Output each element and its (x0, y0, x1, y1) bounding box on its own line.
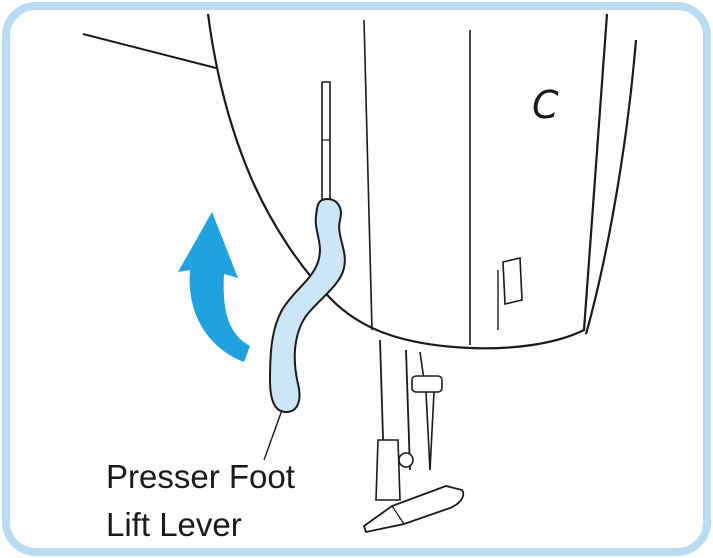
curved-up-arrow-icon (178, 212, 250, 362)
machine-head-body (206, 13, 609, 350)
presser-foot-shank (375, 439, 401, 501)
callout-line-1: Presser Foot (106, 458, 295, 495)
thread-guide-slot (502, 257, 523, 305)
needle-clamp-screw (411, 375, 443, 393)
presser-foot-lift-lever (268, 198, 346, 414)
machine-head-right-edge (584, 39, 638, 335)
presser-foot-slot (391, 505, 405, 525)
callout-leader-line (263, 409, 283, 461)
presser-bar-right (405, 349, 411, 471)
callout-line-2: Lift Lever (106, 506, 242, 543)
head-seam-left (363, 19, 373, 331)
machine-arm-line (82, 33, 217, 69)
presser-bar-rail-left (322, 81, 331, 200)
presser-foot (362, 485, 465, 534)
presser-foot-screw (398, 452, 414, 468)
needle (425, 391, 435, 471)
panel-letter: C (532, 83, 559, 127)
callout-label: Presser Foot Lift Lever (106, 453, 295, 549)
